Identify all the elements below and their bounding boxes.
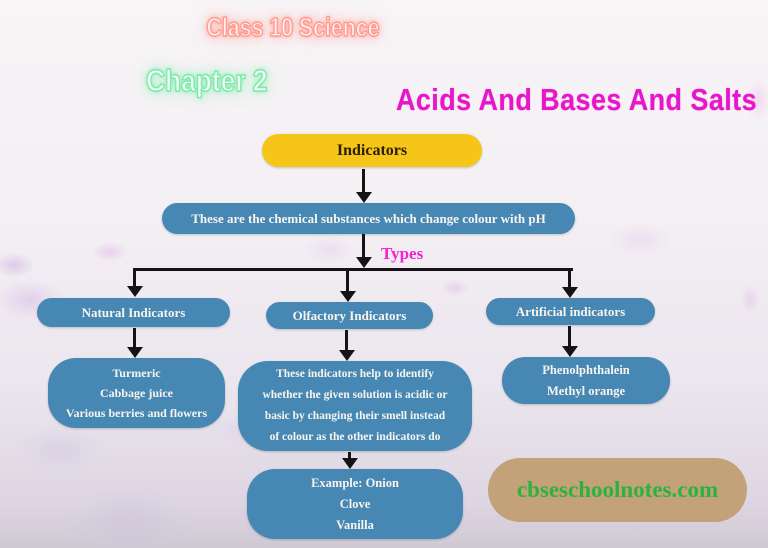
down-arrow-connector (126, 328, 143, 358)
down-arrow-connector (561, 326, 578, 357)
arrowhead-icon (338, 350, 355, 361)
website-watermark: cbseschoolnotes.com (488, 458, 747, 522)
natural-indicators-examples: Turmeric Cabbage juice Various berries a… (48, 358, 225, 428)
arrowhead-icon (561, 346, 578, 357)
down-arrow-connector (126, 270, 143, 297)
artificial-indicators-examples: Phenolphthalein Methyl orange (502, 357, 670, 404)
page-title: Acids And Bases And Salts (395, 82, 757, 117)
definition-node: These are the chemical substances which … (162, 203, 575, 234)
branch-olfactory-indicators: Olfactory Indicators (266, 302, 433, 329)
arrowhead-icon (355, 257, 372, 268)
course-title: Class 10 Science (206, 11, 380, 42)
down-arrow-connector (339, 270, 356, 302)
down-arrow-connector (338, 330, 355, 361)
olfactory-indicators-example-box: Example: Onion Clove Vanilla (247, 469, 463, 539)
down-arrow-connector (355, 234, 372, 268)
branch-artificial-indicators: Artificial indicators (486, 298, 655, 325)
root-node-indicators: Indicators (262, 134, 482, 167)
down-arrow-connector (341, 452, 358, 469)
arrowhead-icon (561, 287, 578, 298)
arrowhead-icon (341, 458, 358, 469)
arrowhead-icon (126, 286, 143, 297)
types-label: Types (381, 244, 424, 263)
arrowhead-icon (339, 291, 356, 302)
down-arrow-connector (355, 169, 372, 203)
arrowhead-icon (355, 192, 372, 203)
olfactory-indicators-description: These indicators help to identify whethe… (238, 361, 472, 451)
chapter-title: Chapter 2 (145, 62, 268, 98)
branch-split-line (133, 268, 573, 271)
branch-natural-indicators: Natural Indicators (37, 298, 230, 327)
down-arrow-connector (561, 270, 578, 298)
arrowhead-icon (126, 347, 143, 358)
